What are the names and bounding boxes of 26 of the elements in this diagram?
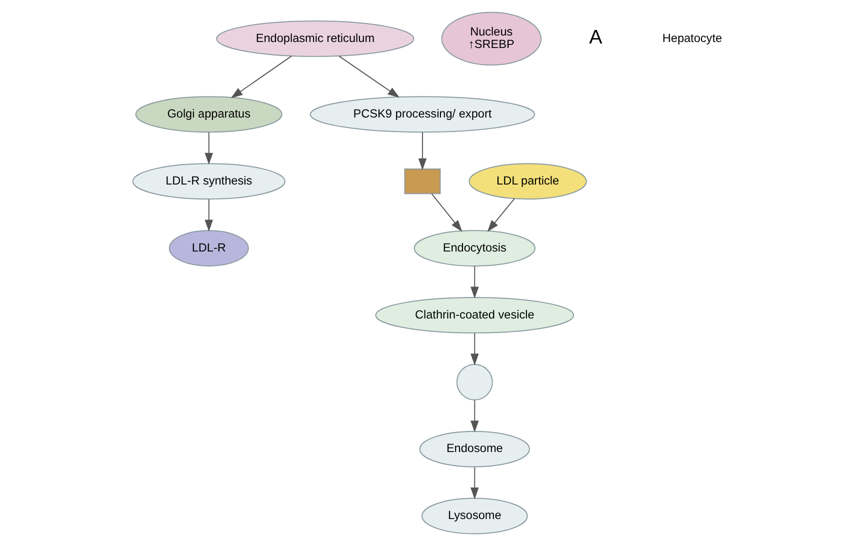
arrow [470, 266, 478, 299]
node-ellipse: LDL-R [168, 230, 248, 266]
arrow [338, 56, 400, 98]
arrow [230, 56, 292, 98]
node-ellipse: Endoplasmic reticulum [216, 20, 414, 57]
arrow [470, 466, 478, 500]
node-ellipse: Nucleus ↑SREBP [440, 12, 541, 66]
arrow [486, 198, 514, 232]
node-ellipse: Golgi apparatus [134, 96, 282, 133]
arrow [430, 193, 462, 232]
node-ellipse: LDL-R synthesis [132, 163, 285, 200]
node-ellipse: PCSK9 processing/ export [309, 96, 535, 133]
node-box [404, 168, 440, 194]
node-ellipse: LDL particle [468, 163, 586, 200]
arrow [470, 400, 478, 432]
arrow [204, 198, 212, 232]
arrow [470, 332, 478, 366]
node-ellipse: Endocytosis [413, 230, 535, 266]
label: Hepatocyte [662, 30, 722, 45]
node-ellipse: Lysosome [420, 498, 528, 534]
node-circle [456, 364, 492, 400]
label: A [588, 26, 602, 49]
node-ellipse: Clathrin-coated vesicle [374, 296, 574, 334]
arrow [418, 132, 426, 170]
node-ellipse: Endosome [418, 430, 530, 468]
arrow [204, 132, 212, 165]
